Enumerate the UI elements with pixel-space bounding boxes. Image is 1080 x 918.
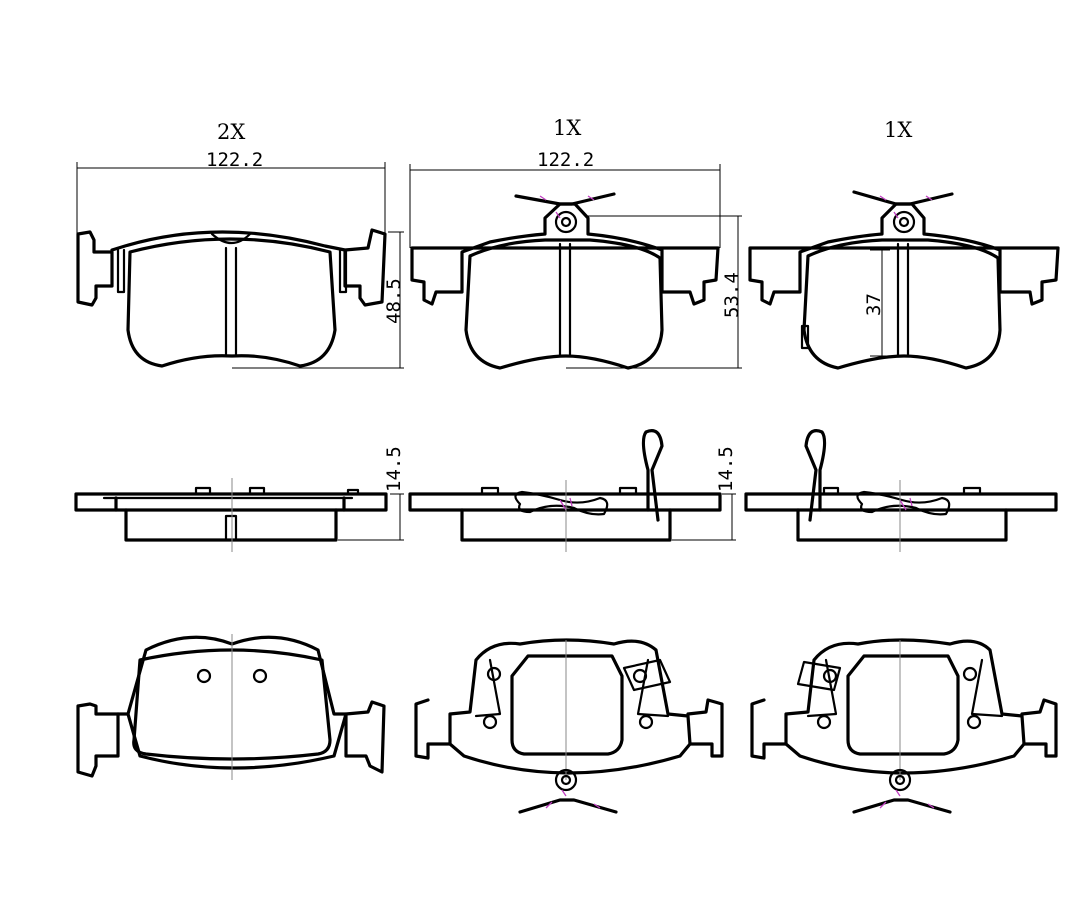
pad-left-front-view	[76, 228, 387, 368]
dimension-height-right-inner: 37	[863, 293, 885, 316]
dimension-height-middle: 53.4	[721, 272, 743, 318]
pad-right-back-view	[750, 638, 1058, 814]
pad-middle-front-view	[410, 192, 720, 370]
qty-label-right: 1X	[884, 118, 912, 142]
pad-middle-back-view	[414, 638, 724, 814]
dimension-thickness-left: 14.5	[383, 446, 405, 492]
qty-label-left: 2X	[217, 120, 245, 144]
dimension-thickness-middle: 14.5	[715, 446, 737, 492]
pad-left-back-view	[76, 634, 386, 780]
pad-right-front-view	[748, 190, 1060, 370]
dimension-width-middle: 122.2	[537, 149, 594, 171]
dimension-lines-row2	[338, 493, 736, 541]
pad-right-side-view	[744, 429, 1058, 552]
dimension-width-left: 122.2	[206, 149, 263, 171]
qty-label-middle: 1X	[553, 116, 581, 140]
pad-left-side-view	[74, 478, 388, 552]
pad-middle-side-view	[408, 429, 722, 552]
dimension-height-left: 48.5	[383, 278, 405, 324]
dimension-lines-row1	[76, 162, 890, 369]
